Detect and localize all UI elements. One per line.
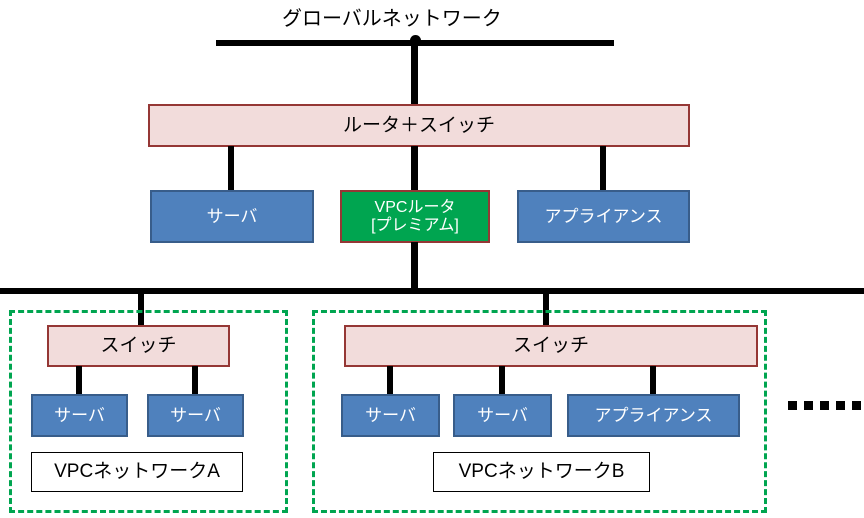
vpc-b-server-1[interactable]: サーバ <box>341 394 440 437</box>
link-vpc-router-to-lowerbus <box>411 242 418 292</box>
router-switch-label: ルータ＋スイッチ <box>342 114 495 136</box>
vpc-network-b-zone <box>312 310 767 513</box>
vpc-a-server-1-label: サーバ <box>54 405 105 425</box>
vpc-a-server-2-label: サーバ <box>170 405 221 425</box>
vpc-router-premium-box[interactable]: VPCルータ [プレミアム] <box>340 190 490 243</box>
global-network-bus-tap <box>410 35 421 46</box>
core-server-box[interactable]: サーバ <box>150 190 314 243</box>
core-appliance-label: アプライアンス <box>544 206 663 226</box>
vpc-a-switch-label: スイッチ <box>100 335 177 357</box>
vpc-b-appliance-label: アプライアンス <box>594 405 713 425</box>
link-vpc-b-switch-to-appliance <box>650 366 656 395</box>
vpc-b-zone-label-box: VPCネットワークB <box>433 452 650 492</box>
vpc-backbone-bus <box>0 288 864 294</box>
core-appliance-box[interactable]: アプライアンス <box>517 190 690 243</box>
vpc-b-server-2-label: サーバ <box>477 405 528 425</box>
more-networks-ellipsis-icon <box>788 401 861 410</box>
vpc-b-server-2[interactable]: サーバ <box>453 394 552 437</box>
link-vpc-b-switch-to-server-2 <box>499 366 505 395</box>
vpc-a-switch-box[interactable]: スイッチ <box>47 325 230 367</box>
link-router-to-vpc-router <box>411 146 418 191</box>
ellipsis-dot <box>820 401 829 410</box>
ellipsis-dot <box>788 401 797 410</box>
link-router-to-server <box>228 146 234 191</box>
link-vpc-b-switch-to-server-1 <box>387 366 393 395</box>
link-vpc-a-switch-to-server-2 <box>192 366 198 395</box>
vpc-b-appliance[interactable]: アプライアンス <box>567 394 740 437</box>
vpc-b-server-1-label: サーバ <box>365 405 416 425</box>
ellipsis-dot <box>836 401 845 410</box>
link-vpc-a-switch-to-server-1 <box>76 366 82 395</box>
link-globalbus-to-router <box>411 43 418 105</box>
link-router-to-appliance <box>600 146 606 191</box>
diagram-title: グローバルネットワーク <box>282 8 502 30</box>
core-server-label: サーバ <box>206 206 258 226</box>
vpc-router-label-line1: VPCルータ <box>374 198 456 216</box>
vpc-a-server-1[interactable]: サーバ <box>31 394 128 437</box>
vpc-b-zone-label: VPCネットワークB <box>458 461 625 483</box>
vpc-b-switch-box[interactable]: スイッチ <box>344 325 758 367</box>
ellipsis-dot <box>804 401 813 410</box>
vpc-router-label-line2: [プレミアム] <box>371 216 459 234</box>
vpc-a-server-2[interactable]: サーバ <box>147 394 244 437</box>
vpc-network-a-zone <box>9 310 288 513</box>
link-lowerbus-to-vpc-b-switch <box>543 293 549 325</box>
vpc-a-zone-label-box: VPCネットワークA <box>31 452 243 492</box>
vpc-b-switch-label: スイッチ <box>512 335 589 357</box>
router-switch-box[interactable]: ルータ＋スイッチ <box>148 104 690 147</box>
link-lowerbus-to-vpc-a-switch <box>138 293 144 325</box>
ellipsis-dot <box>852 401 861 410</box>
vpc-a-zone-label: VPCネットワークA <box>54 461 220 483</box>
